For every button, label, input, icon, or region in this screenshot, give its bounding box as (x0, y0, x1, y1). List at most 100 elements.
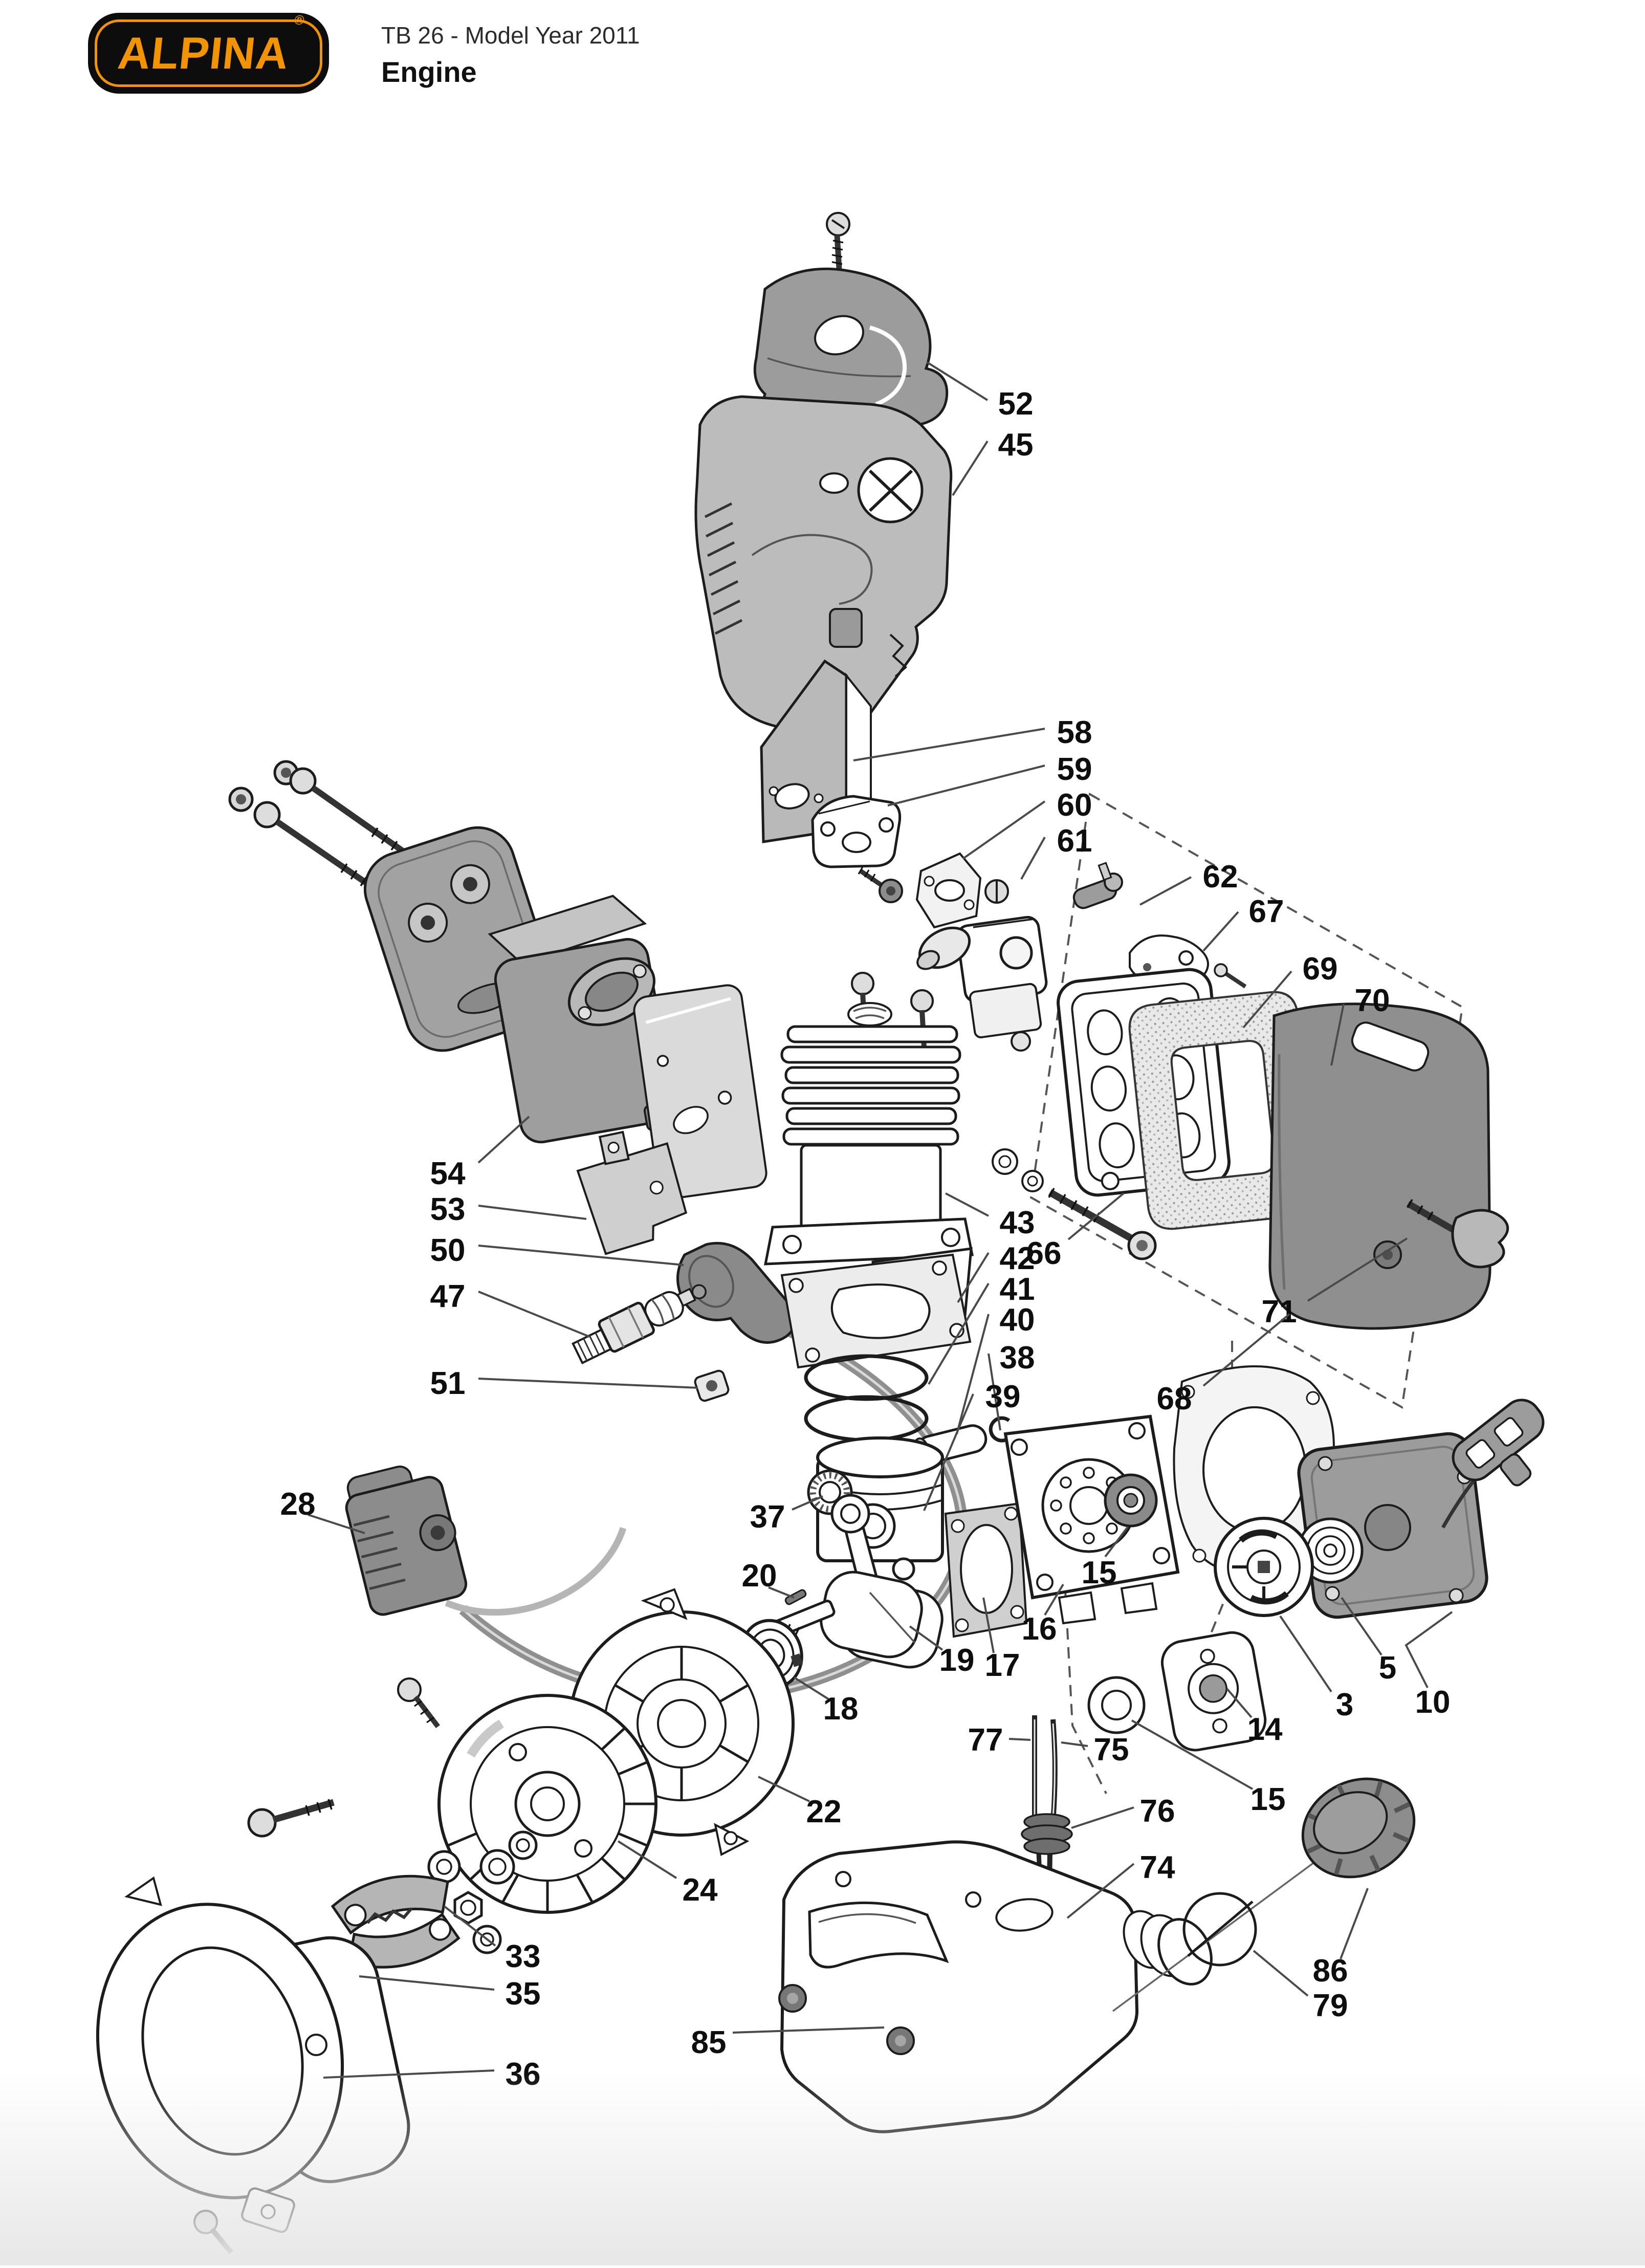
leader-line-22 (758, 1776, 810, 1802)
alpina-logo: ALPINA® (90, 12, 327, 92)
part-label-71: 71 (1262, 1294, 1297, 1329)
thumb-screw-71 (1406, 1199, 1509, 1269)
part-label-38: 38 (1000, 1340, 1035, 1376)
manifold-screw-icon (858, 866, 903, 903)
part-label-59: 59 (1057, 752, 1092, 787)
leader-line-85 (732, 2026, 885, 2034)
part-label-61: 61 (1057, 823, 1092, 859)
part-label-15: 15 (1082, 1555, 1117, 1590)
leader-line-17 (982, 1597, 995, 1653)
leader-line-47 (478, 1291, 590, 1338)
part-label-68: 68 (1157, 1381, 1192, 1416)
part-label-75: 75 (1094, 1732, 1129, 1768)
coil-screw-icon (397, 1677, 440, 1729)
leader-line-61 (1020, 837, 1046, 880)
intake-manifold-59 (811, 795, 902, 868)
spark-plug-47 (572, 1284, 707, 1365)
leader-line-58 (853, 728, 1045, 761)
part-label-15: 15 (1251, 1782, 1286, 1817)
group-boundary-tank (1064, 1590, 1107, 1794)
leader-line-39 (923, 1393, 974, 1511)
part-label-18: 18 (823, 1691, 859, 1727)
leader-line-18 (793, 1676, 831, 1701)
woodruff-key-20 (784, 1589, 807, 1605)
cover-latch-icon (829, 608, 863, 648)
leader-line-10 (1405, 1611, 1453, 1688)
leader-line-75 (1061, 1741, 1088, 1747)
part-label-85: 85 (691, 2025, 727, 2060)
engine-cover-45 (694, 395, 953, 739)
leader-line-54 (477, 1116, 530, 1164)
part-label-3: 3 (1336, 1687, 1353, 1722)
part-label-60: 60 (1057, 788, 1092, 823)
leader-line-14 (1226, 1688, 1253, 1718)
leader-line-68 (1202, 1313, 1290, 1387)
leader-line-42 (957, 1252, 990, 1303)
part-label-66: 66 (1026, 1236, 1062, 1271)
part-label-20: 20 (742, 1558, 777, 1594)
part-label-54: 54 (430, 1156, 466, 1191)
part-label-37: 37 (750, 1499, 785, 1535)
leader-line-76 (1071, 1806, 1134, 1829)
clutch-33 (331, 1874, 460, 1969)
leader-line-51 (478, 1378, 698, 1389)
part-label-67: 67 (1249, 894, 1284, 929)
cylinder-gasket-42 (780, 1253, 972, 1369)
ignition-coil-28 (345, 1465, 468, 1616)
leader-line-53 (478, 1205, 587, 1220)
part-label-86: 86 (1313, 1953, 1348, 1989)
leader-line-33 (443, 1905, 496, 1947)
alpina-logo-text: ALPINA® (115, 12, 305, 78)
filter-bolt-66 (992, 1148, 1157, 1260)
leader-line-86 (1340, 1888, 1369, 1959)
kill-wire (445, 1527, 627, 1616)
part-label-5: 5 (1379, 1650, 1396, 1686)
leader-line-62 (1139, 876, 1192, 906)
tank-grommet-76 (1021, 1813, 1073, 1855)
air-filter-cover-70 (1268, 1002, 1492, 1330)
page-bottom-fade (0, 2071, 1645, 2265)
leader-line-3 (1279, 1615, 1332, 1693)
part-label-50: 50 (430, 1233, 466, 1268)
part-label-24: 24 (683, 1872, 718, 1908)
muffler-nuts-icon (228, 760, 299, 812)
part-label-74: 74 (1140, 1850, 1175, 1885)
leader-line-41 (928, 1282, 990, 1385)
part-label-52: 52 (998, 386, 1034, 422)
leader-line-43 (945, 1192, 989, 1217)
part-label-51: 51 (430, 1366, 466, 1401)
connecting-rod (830, 1494, 880, 1588)
leader-line-67 (1202, 911, 1239, 952)
part-label-53: 53 (430, 1192, 466, 1227)
part-label-22: 22 (806, 1794, 842, 1829)
leader-line-35 (359, 1975, 495, 1991)
fuel-tank-85 (778, 1840, 1213, 2133)
registered-mark: ® (293, 12, 305, 28)
part-label-39: 39 (985, 1379, 1021, 1414)
part-label-35: 35 (506, 1976, 541, 2012)
cover-vents-icon (704, 502, 743, 635)
leader-line-20 (768, 1586, 795, 1599)
circlip-38 (989, 1416, 1013, 1443)
starter-handle (1441, 1399, 1545, 1529)
cover-screw-icon (826, 212, 850, 269)
part-label-19: 19 (939, 1643, 975, 1678)
part-label-77: 77 (968, 1722, 1003, 1758)
leader-line-16 (1044, 1583, 1064, 1616)
leader-line-59 (887, 765, 1045, 806)
part-label-45: 45 (998, 427, 1034, 463)
starter-plate-14 (1160, 1631, 1267, 1752)
leader-line-69 (1242, 970, 1292, 1029)
alpina-logo-border: ALPINA® (95, 12, 322, 87)
part-label-10: 10 (1415, 1685, 1451, 1720)
muffler-bolts-icon (253, 767, 411, 894)
leader-line-74 (1066, 1863, 1135, 1919)
leader-line-79 (1253, 1950, 1309, 1997)
part-label-40: 40 (1000, 1302, 1035, 1338)
part-label-17: 17 (985, 1648, 1020, 1683)
leader-line-37 (792, 1495, 823, 1511)
cap-retainer-79 (1182, 1892, 1257, 1967)
choke-breather-62 (1072, 862, 1123, 909)
